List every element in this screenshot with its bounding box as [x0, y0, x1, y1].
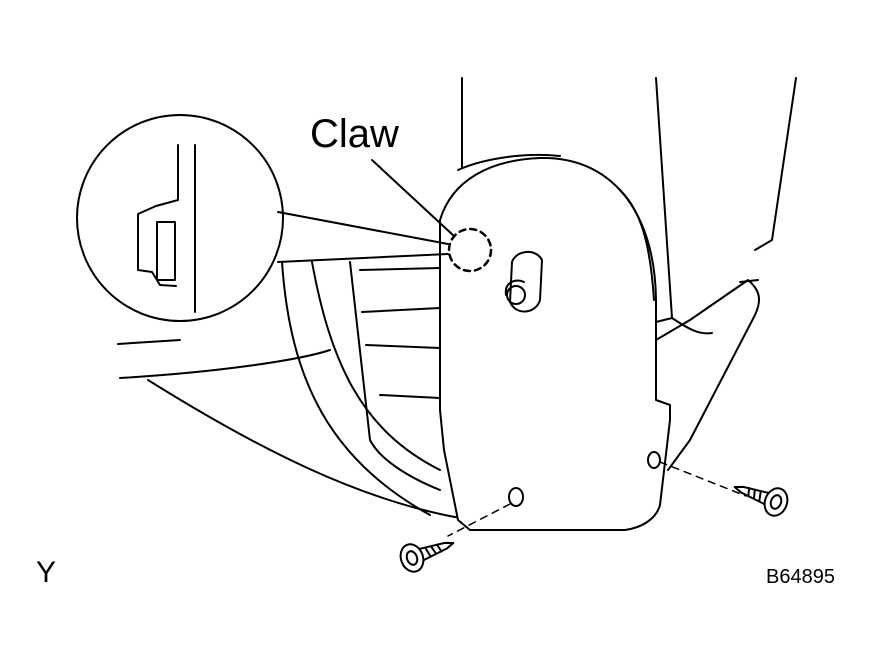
screw-path-left: [447, 503, 511, 537]
seat-cushion-outline: [117, 261, 461, 519]
seat-rail-bracket: [655, 279, 761, 471]
screw-path-right: [659, 461, 747, 497]
detail-magnifier: [76, 114, 449, 322]
screw-icon: [733, 485, 789, 517]
seatback-outline: [461, 77, 797, 323]
hinge-cover-panel: [439, 153, 671, 531]
callout-label-claw: Claw: [310, 112, 399, 156]
claw-marker: [447, 227, 493, 273]
callout-leader: [371, 159, 455, 237]
screw-icon: [399, 541, 455, 573]
view-letter: Y: [36, 556, 57, 589]
figure-code: B64895: [766, 566, 835, 588]
